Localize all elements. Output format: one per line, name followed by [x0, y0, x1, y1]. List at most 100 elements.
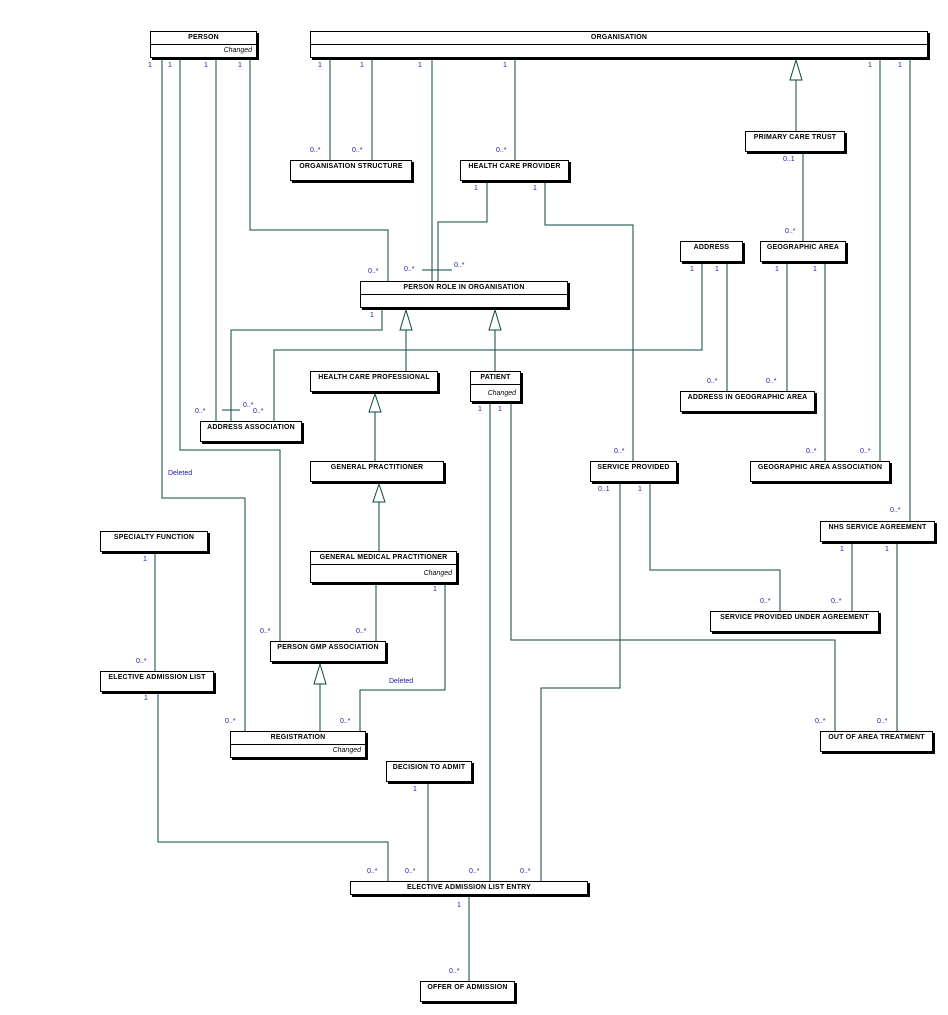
entity-name: SERVICE PROVIDED [597, 464, 670, 471]
entity-name: ADDRESS IN GEOGRAPHIC AREA [687, 394, 808, 401]
entity-health-care-professional[interactable]: HEALTH CARE PROFESSIONAL [310, 371, 438, 392]
entity-registration[interactable]: REGISTRATION Changed [230, 731, 366, 758]
entity-name: GENERAL MEDICAL PRACTITIONER [319, 554, 448, 561]
mult-org-3: 1 [418, 62, 422, 69]
entity-name: ELECTIVE ADMISSION LIST ENTRY [407, 884, 531, 891]
entity-specialty-function[interactable]: SPECIALTY FUNCTION [100, 531, 208, 552]
mult-eal-entry-3: 0..* [469, 868, 480, 875]
entity-patient[interactable]: PATIENT Changed [470, 371, 521, 402]
entity-name: GEOGRAPHIC AREA ASSOCIATION [757, 464, 883, 471]
mult-registration-gmp: 0..* [340, 718, 351, 725]
entity-name: ADDRESS ASSOCIATION [207, 424, 295, 431]
mult-geo-pct-many: 0..* [785, 228, 796, 235]
mult-spua-nhs: 0..* [831, 598, 842, 605]
entity-name: ORGANISATION [590, 34, 648, 41]
generalisation-arrow-person-gmp-association [313, 662, 327, 685]
mult-pct-geo-one: 0..1 [783, 156, 795, 163]
mult-org-5: 1 [868, 62, 872, 69]
mult-eal-entry-1: 0..* [367, 868, 378, 875]
entity-name: ADDRESS [693, 244, 730, 251]
entity-address-in-geographic-area[interactable]: ADDRESS IN GEOGRAPHIC AREA [680, 391, 815, 412]
mult-org-6: 1 [898, 62, 902, 69]
entity-name: PRIMARY CARE TRUST [753, 134, 837, 141]
mult-role-org: 0..* [404, 266, 415, 273]
entity-status: Changed [311, 564, 456, 583]
mult-org-1: 1 [318, 62, 322, 69]
mult-eal-entry-one: 1 [457, 902, 461, 909]
entity-status: Changed [231, 744, 365, 756]
generalisation-arrow-person-role-a [399, 308, 413, 331]
entity-name: ELECTIVE ADMISSION LIST [108, 674, 206, 681]
entity-geographic-area[interactable]: GEOGRAPHIC AREA [760, 241, 846, 262]
entity-elective-admission-list-entry[interactable]: ELECTIVE ADMISSION LIST ENTRY [350, 881, 588, 895]
entity-address-association[interactable]: ADDRESS ASSOCIATION [200, 421, 302, 442]
note-deleted-person-registration: Deleted [168, 470, 193, 477]
entity-service-provided[interactable]: SERVICE PROVIDED [590, 461, 677, 482]
generalisation-arrow-health-care-professional [368, 392, 382, 413]
entity-primary-care-trust[interactable]: PRIMARY CARE TRUST [745, 131, 845, 152]
entity-name: ORGANISATION STRUCTURE [299, 163, 403, 170]
entity-compartment [361, 294, 567, 306]
mult-role-person: 0..* [368, 268, 379, 275]
mult-service-hcp: 0..* [614, 448, 625, 455]
entity-person[interactable]: PERSON Changed [150, 31, 257, 58]
entity-name: DECISION TO ADMIT [392, 764, 466, 771]
generalisation-arrow-general-practitioner [372, 482, 386, 503]
entity-name: GENERAL PRACTITIONER [330, 464, 424, 471]
entity-nhs-service-agreement[interactable]: NHS SERVICE AGREEMENT [820, 521, 935, 542]
entity-geographic-area-association[interactable]: GEOGRAPHIC AREA ASSOCIATION [750, 461, 890, 482]
link-person-registration [161, 59, 246, 732]
entity-organisation[interactable]: ORGANISATION [310, 31, 928, 58]
entity-name: OFFER OF ADMISSION [427, 984, 508, 991]
mult-offer-many: 0..* [449, 968, 460, 975]
mult-org-structure-1: 0..* [310, 147, 321, 154]
mult-hcp-2: 1 [533, 185, 537, 192]
entity-status: Changed [151, 44, 256, 56]
entity-health-care-provider[interactable]: HEALTH CARE PROVIDER [460, 160, 569, 181]
link-service-spua [649, 482, 781, 612]
entity-organisation-structure[interactable]: ORGANISATION STRUCTURE [290, 160, 412, 181]
mult-person-2: 1 [168, 62, 172, 69]
mult-dta-one: 1 [413, 786, 417, 793]
mult-ooat-nhs: 0..* [877, 718, 888, 725]
entity-name: PERSON GMP ASSOCIATION [277, 644, 379, 651]
mult-addr-assoc-person: 0..* [195, 408, 206, 415]
mult-gmp-assoc-gmp: 0..* [356, 628, 367, 635]
entity-offer-of-admission[interactable]: OFFER OF ADMISSION [420, 981, 515, 1002]
link-gmp-registration [359, 584, 446, 732]
mult-gmp-assoc-person: 0..* [260, 628, 271, 635]
entity-elective-admission-list[interactable]: ELECTIVE ADMISSION LIST [100, 671, 214, 692]
entity-name: REGISTRATION [270, 734, 326, 741]
entity-name: PERSON [188, 34, 219, 41]
entity-name: SERVICE PROVIDED UNDER AGREEMENT [720, 614, 869, 621]
link-patient-ooat [510, 402, 836, 732]
entity-person-role-in-organisation[interactable]: PERSON ROLE IN ORGANISATION [360, 281, 568, 308]
entity-general-medical-practitioner[interactable]: GENERAL MEDICAL PRACTITIONER Changed [310, 551, 457, 583]
link-role-addr-assoc [230, 308, 383, 422]
entity-out-of-area-treatment[interactable]: OUT OF AREA TREATMENT [820, 731, 933, 752]
mult-person-1: 1 [148, 62, 152, 69]
entity-decision-to-admit[interactable]: DECISION TO ADMIT [386, 761, 472, 782]
entity-service-provided-under-agreement[interactable]: SERVICE PROVIDED UNDER AGREEMENT [710, 611, 879, 632]
entity-address[interactable]: ADDRESS [680, 241, 743, 262]
entity-name: OUT OF AREA TREATMENT [828, 734, 925, 741]
entity-status: Changed [471, 384, 520, 402]
entity-name: PATIENT [480, 374, 511, 381]
mult-address-2: 1 [715, 266, 719, 273]
mult-geo-1: 1 [775, 266, 779, 273]
link-person-gmp-assoc [179, 59, 281, 642]
entity-name: HEALTH CARE PROFESSIONAL [318, 374, 430, 381]
generalisation-arrow-organisation [789, 58, 803, 81]
mult-patient-1: 1 [478, 406, 482, 413]
entity-general-practitioner[interactable]: GENERAL PRACTITIONER [310, 461, 444, 482]
note-deleted-gmp-registration: Deleted [389, 678, 414, 685]
mult-org-structure-2: 0..* [352, 147, 363, 154]
mult-addr-assoc-address: 0..* [253, 408, 264, 415]
generalisation-arrow-person-role-b [488, 308, 502, 331]
mult-geo-assoc-org: 0..* [860, 448, 871, 455]
entity-person-gmp-association[interactable]: PERSON GMP ASSOCIATION [270, 641, 386, 662]
mult-addr-geo-1: 0..* [707, 378, 718, 385]
mult-nhs-org: 0..* [890, 507, 901, 514]
mult-patient-2: 1 [498, 406, 502, 413]
